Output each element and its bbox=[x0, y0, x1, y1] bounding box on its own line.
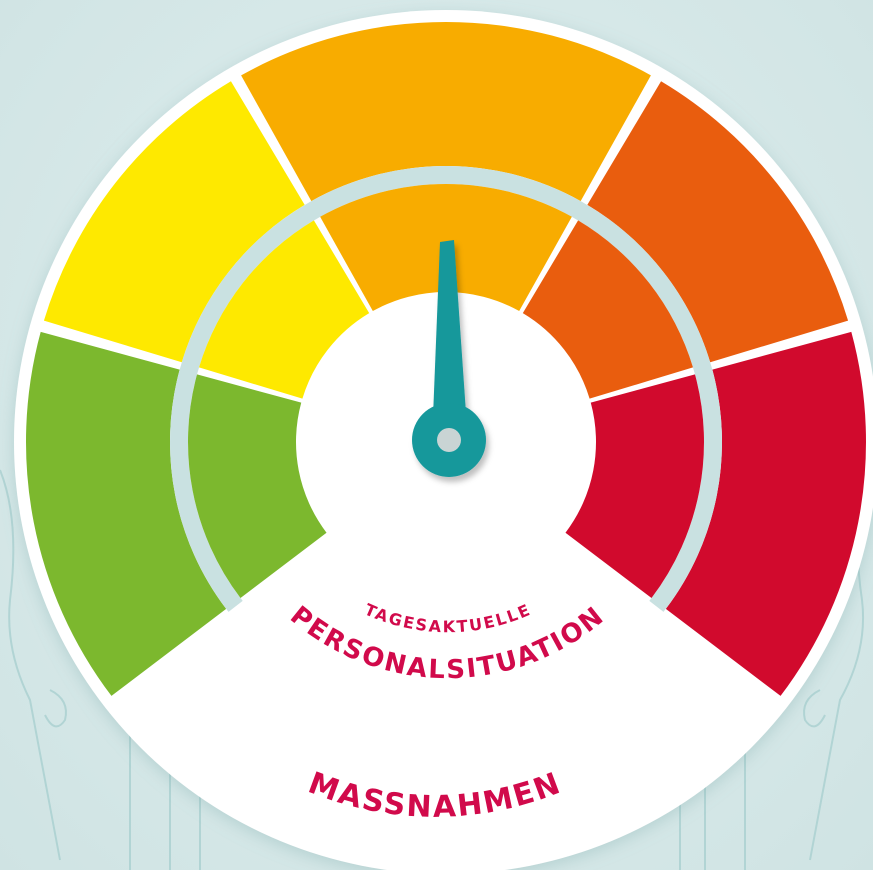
needle-hub-center bbox=[437, 428, 461, 452]
outer-segment-yellow bbox=[43, 81, 305, 363]
needle-pointer bbox=[432, 240, 468, 442]
inner-ring bbox=[188, 184, 704, 598]
outer-segment-amber bbox=[241, 21, 651, 202]
outer-segment-green bbox=[25, 331, 227, 696]
outer-ring bbox=[25, 21, 866, 696]
gauge-needle bbox=[412, 240, 486, 477]
inner-segment-green bbox=[188, 374, 327, 598]
inner-segment-red bbox=[565, 374, 704, 598]
outer-segment-orange bbox=[587, 81, 849, 363]
inner-segment-orange bbox=[522, 220, 693, 399]
inner-segment-yellow bbox=[199, 220, 370, 399]
outer-segment-red bbox=[665, 331, 866, 696]
